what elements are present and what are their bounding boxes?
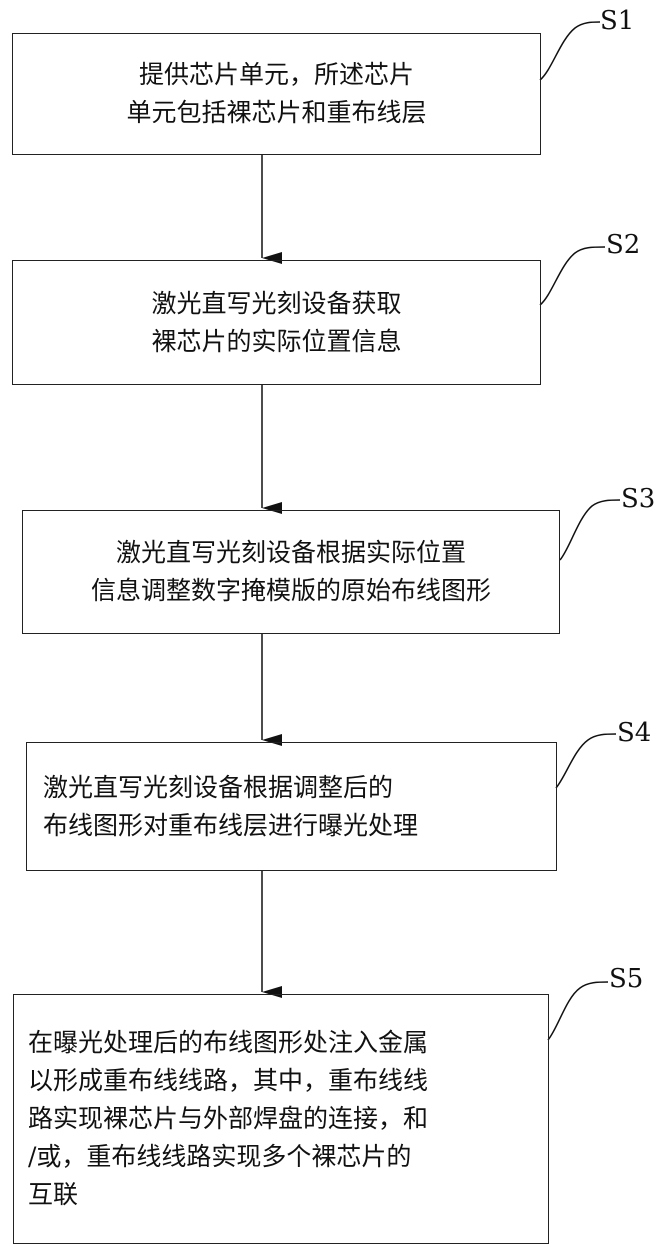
step-s3-label: S3 — [621, 484, 656, 514]
step-s2-label: S2 — [606, 230, 641, 260]
leader-s5 — [547, 981, 609, 1041]
step-s5-line-3: 路实现裸芯片与外部焊盘的连接，和 — [28, 1104, 429, 1133]
step-s5-line-5: 互联 — [28, 1180, 79, 1209]
step-s2-line-2: 裸芯片的实际位置信息 — [151, 326, 402, 356]
step-s1-box: 提供芯片单元，所述芯片 单元包括裸芯片和重布线层 — [12, 33, 541, 155]
step-s4-box: 激光直写光刻设备根据调整后的 布线图形对重布线层进行曝光处理 — [26, 742, 557, 871]
leader-s3 — [559, 499, 621, 561]
step-s5-line-2: 以形成重布线线路，其中，重布线线 — [28, 1066, 429, 1095]
step-s3-box: 激光直写光刻设备根据实际位置 信息调整数字掩模版的原始布线图形 — [22, 510, 560, 634]
step-s1-line-1: 提供芯片单元，所述芯片 — [138, 60, 414, 89]
step-s5-line-1: 在曝光处理后的布线图形处注入金属 — [28, 1028, 429, 1057]
leader-s2 — [539, 246, 606, 306]
step-s5-line-4: /或，重布线线路实现多个裸芯片的 — [28, 1142, 412, 1171]
step-s4-line-2: 布线图形对重布线层进行曝光处理 — [43, 810, 419, 840]
step-s4-line-1: 激光直写光刻设备根据调整后的 — [43, 772, 394, 802]
leader-s4 — [555, 733, 617, 789]
step-s1-line-2: 单元包括裸芯片和重布线层 — [126, 98, 427, 127]
step-s2-box: 激光直写光刻设备获取 裸芯片的实际位置信息 — [12, 260, 541, 385]
step-s4-label: S4 — [617, 718, 652, 748]
step-s2-line-1: 激光直写光刻设备获取 — [151, 288, 402, 318]
step-s5-label: S5 — [609, 964, 644, 994]
step-s3-line-1: 激光直写光刻设备根据实际位置 — [115, 538, 466, 567]
step-s3-line-2: 信息调整数字掩模版的原始布线图形 — [90, 576, 491, 605]
leader-s1 — [539, 21, 601, 81]
step-s1-label: S1 — [600, 6, 635, 36]
step-s5-box: 在曝光处理后的布线图形处注入金属 以形成重布线线路，其中，重布线线 路实现裸芯片… — [13, 994, 549, 1244]
